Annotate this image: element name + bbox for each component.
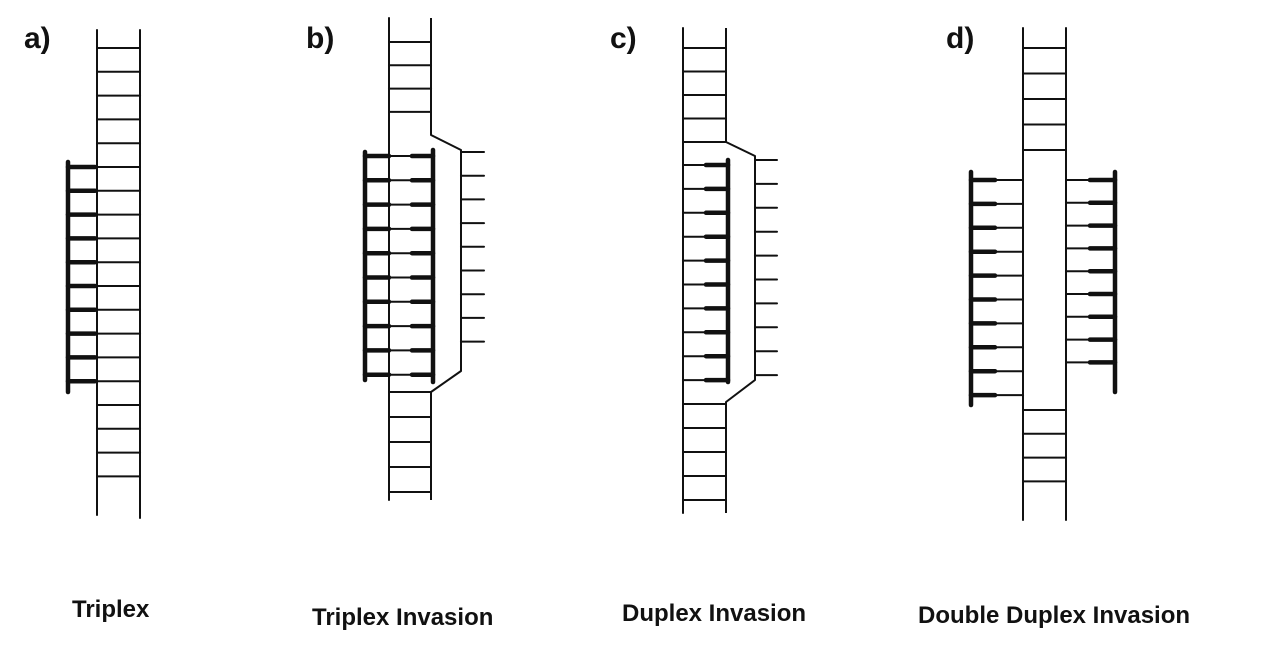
panel-a-caption: Triplex [72,596,150,623]
panel-d-letter: d) [946,22,975,55]
panel-c-letter: c) [610,22,637,55]
panel-c-caption: Duplex Invasion [622,600,807,627]
panel-b-caption: Triplex Invasion [312,604,494,631]
displaced-strand [430,18,462,500]
panel-a-letter: a) [24,22,51,55]
panel-a-diagram [65,29,141,519]
panel-c-diagram [682,27,778,514]
displaced-strand [725,28,756,513]
panel-b-diagram [362,17,485,501]
panel-d-caption: Double Duplex Invasion [918,602,1191,629]
panel-d-diagram [968,27,1118,521]
panel-b-letter: b) [306,22,335,55]
